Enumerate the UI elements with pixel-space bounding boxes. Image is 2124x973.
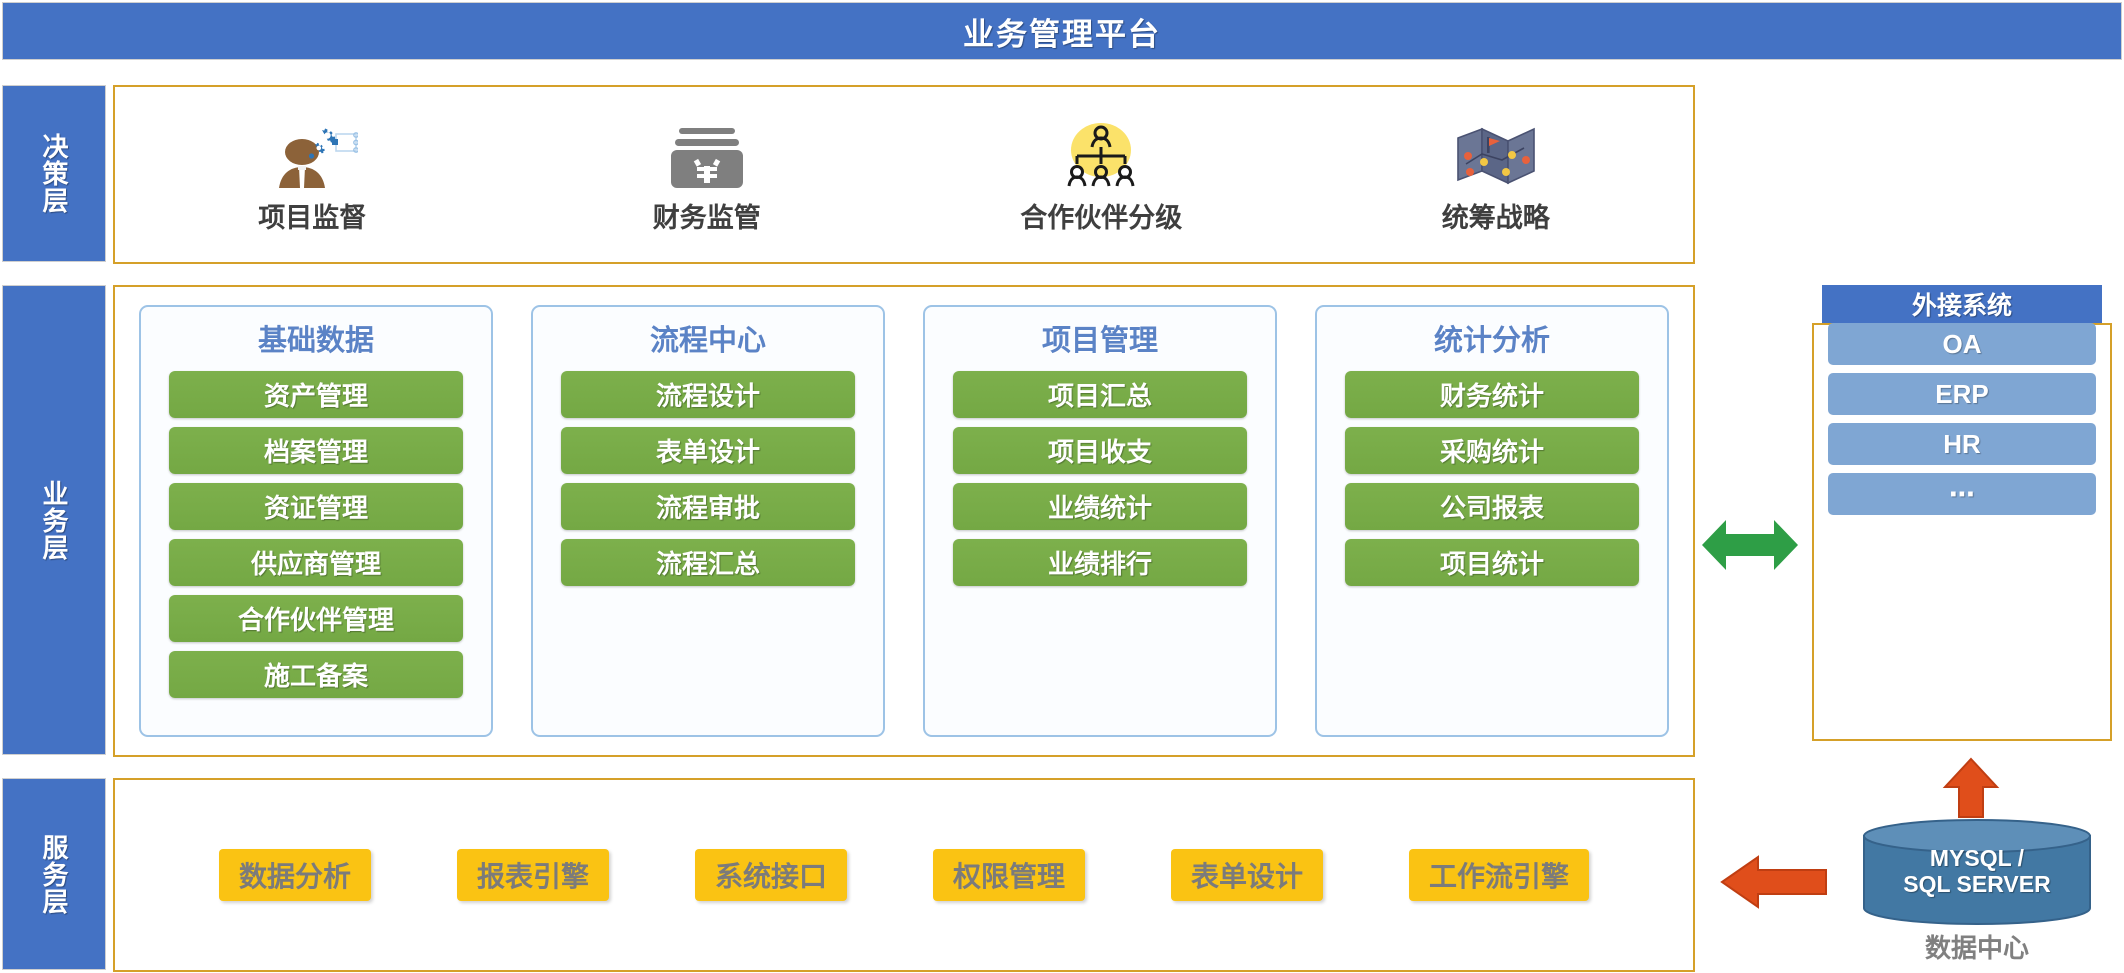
layer-tab-business-label: 业务层 [39, 479, 70, 561]
database-name-line1: MYSQL / [1929, 845, 2025, 871]
module-chip[interactable]: 流程汇总 [561, 539, 855, 586]
module-card-process-center: 流程中心 流程设计 表单设计 流程审批 流程汇总 [531, 305, 885, 737]
layer-tab-service: 服务层 [2, 778, 106, 970]
layer-tab-service-label: 服务层 [39, 833, 70, 915]
card-title: 项目管理 [1041, 325, 1158, 357]
service-chip[interactable]: 系统接口 [694, 849, 847, 901]
external-system-chip[interactable]: ERP [1828, 373, 2096, 415]
card-title: 流程中心 [649, 325, 766, 357]
external-systems-list: OA ERP HR ⋯ [1828, 323, 2096, 515]
business-layer-row: 业务层 基础数据 资产管理 档案管理 资证管理 供应商管理 合作伙伴管理 施工备… [0, 285, 2124, 757]
money-stack-yen-icon [670, 128, 743, 188]
decision-item-label: 合作伙伴分级 [1020, 203, 1183, 233]
decision-item-label: 财务监管 [652, 203, 761, 233]
module-chip[interactable]: 供应商管理 [169, 539, 463, 586]
database-group: MYSQL / SQL SERVER 数据中心 [1862, 818, 2092, 966]
module-chip[interactable]: 业绩统计 [953, 483, 1247, 530]
decision-item-partner-grading[interactable]: 合作伙伴分级 [904, 114, 1299, 235]
decision-item-project-supervision[interactable]: 项目监督 [115, 114, 510, 235]
module-chip[interactable]: 资产管理 [169, 371, 463, 418]
module-chip[interactable]: 采购统计 [1345, 427, 1639, 474]
module-chip[interactable]: 项目收支 [953, 427, 1247, 474]
service-chip[interactable]: 工作流引擎 [1408, 849, 1589, 901]
module-card-basic-data: 基础数据 资产管理 档案管理 资证管理 供应商管理 合作伙伴管理 施工备案 [139, 305, 493, 737]
module-chip[interactable]: 财务统计 [1345, 371, 1639, 418]
business-layer-panel: 基础数据 资产管理 档案管理 资证管理 供应商管理 合作伙伴管理 施工备案 流程… [113, 285, 1695, 757]
decision-item-label: 统筹战略 [1441, 203, 1550, 233]
data-center-caption: 数据中心 [1924, 933, 2029, 963]
module-card-project-management: 项目管理 项目汇总 项目收支 业绩统计 业绩排行 [923, 305, 1277, 737]
org-chart-people-icon [1067, 123, 1135, 187]
decision-layer-panel: 项目监督 财务监管 [113, 85, 1695, 264]
service-layer-panel: 数据分析 报表引擎 系统接口 权限管理 表单设计 工作流引擎 [113, 778, 1695, 972]
module-chip[interactable]: 项目汇总 [953, 371, 1247, 418]
database-name-line2: SQL SERVER [1903, 870, 2051, 897]
external-system-chip[interactable]: HR [1828, 423, 2096, 465]
service-chip[interactable]: 表单设计 [1170, 849, 1323, 901]
decision-item-strategy-planning[interactable]: 统筹战略 [1299, 114, 1694, 235]
module-chip[interactable]: 业绩排行 [953, 539, 1247, 586]
platform-title-bar: 业务管理平台 [2, 2, 2122, 60]
layer-tab-decision-label: 决策层 [39, 133, 70, 214]
layer-tab-decision: 决策层 [2, 85, 106, 262]
external-systems-header: 外接系统 [1822, 285, 2102, 323]
module-chip[interactable]: 档案管理 [169, 427, 463, 474]
decision-item-label: 项目监督 [258, 203, 367, 233]
module-chip[interactable]: 流程审批 [561, 483, 855, 530]
module-chip[interactable]: 资证管理 [169, 483, 463, 530]
external-systems-panel: 外接系统 OA ERP HR ⋯ [1812, 285, 2112, 743]
module-chip[interactable]: 施工备案 [169, 651, 463, 698]
database-cylinder-icon [1863, 819, 2091, 926]
module-card-statistics-analysis: 统计分析 财务统计 采购统计 公司报表 项目统计 [1315, 305, 1669, 737]
service-chip[interactable]: 权限管理 [932, 849, 1085, 901]
module-chip[interactable]: 公司报表 [1345, 483, 1639, 530]
service-chip[interactable]: 数据分析 [218, 849, 371, 901]
external-system-chip[interactable]: OA [1828, 323, 2096, 365]
folded-map-icon [1456, 127, 1535, 185]
page-title: 业务管理平台 [963, 16, 1161, 52]
layer-tab-business: 业务层 [2, 285, 106, 755]
orange-left-arrow-icon [1720, 855, 1827, 909]
module-chip[interactable]: 项目统计 [1345, 539, 1639, 586]
orange-up-arrow-icon [1942, 757, 2000, 818]
service-chip[interactable]: 报表引擎 [456, 849, 609, 901]
module-chip[interactable]: 流程设计 [561, 371, 855, 418]
green-double-arrow-icon [1702, 520, 1798, 570]
card-title: 统计分析 [1433, 325, 1550, 357]
module-chip[interactable]: 合作伙伴管理 [169, 595, 463, 642]
module-chip[interactable]: 表单设计 [561, 427, 855, 474]
card-title: 基础数据 [257, 325, 374, 357]
decision-layer-row: 决策层 [0, 85, 2124, 264]
person-gears-icon [279, 128, 359, 188]
service-layer-row: 服务层 数据分析 报表引擎 系统接口 权限管理 表单设计 工作流引擎 [0, 778, 2124, 972]
decision-item-financial-supervision[interactable]: 财务监管 [510, 114, 905, 235]
external-system-chip[interactable]: ⋯ [1828, 473, 2096, 515]
database-name: MYSQL / SQL SERVER [1862, 845, 2092, 898]
